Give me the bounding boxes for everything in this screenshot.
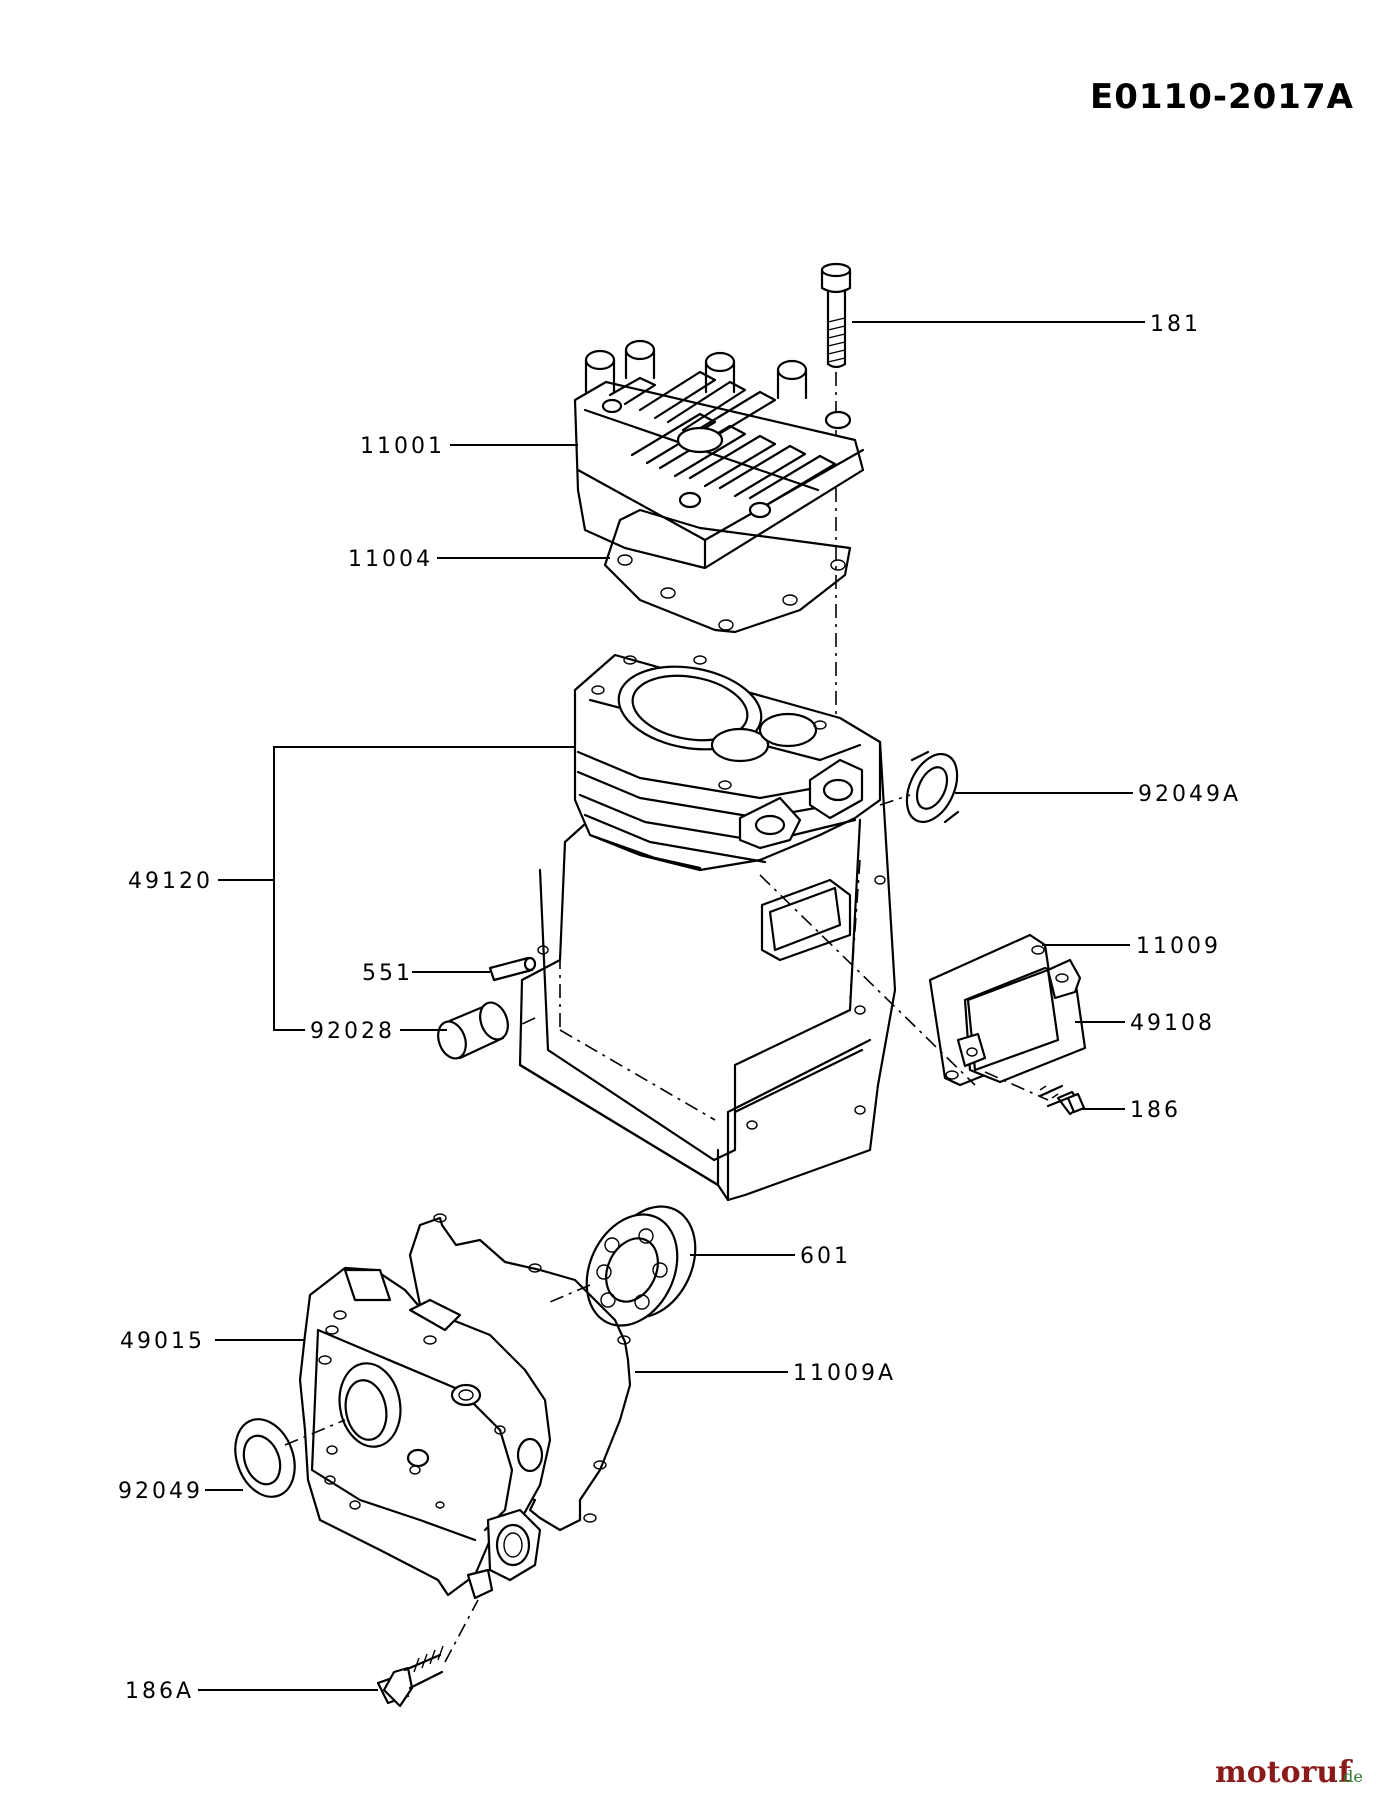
- ball-bearing-601: [585, 1205, 697, 1327]
- label-92049A: 92049A: [1138, 782, 1241, 807]
- label-551: 551: [362, 961, 413, 986]
- label-92028: 92028: [310, 1019, 395, 1044]
- label-11009A: 11009A: [793, 1361, 896, 1386]
- label-601: 601: [800, 1244, 851, 1269]
- head-gasket-11004: [603, 508, 852, 634]
- watermark-tld: .de: [1338, 1767, 1363, 1786]
- label-186A: 186A: [125, 1679, 194, 1704]
- label-11001: 11001: [360, 434, 445, 459]
- bolt-181: [820, 262, 852, 369]
- cylinder-head-11001: [573, 339, 865, 570]
- dowel-pin-551: [488, 956, 537, 982]
- label-11009: 11009: [1136, 934, 1221, 959]
- watermark-brand: motoruf: [1215, 1755, 1353, 1790]
- oil-seal-92049: [234, 1418, 296, 1498]
- bushing-92028: [437, 1001, 509, 1060]
- label-49108: 49108: [1130, 1011, 1215, 1036]
- watermark-logo: motoruf .de: [1215, 1755, 1363, 1790]
- label-11004: 11004: [348, 547, 433, 572]
- label-92049: 92049: [118, 1479, 203, 1504]
- oil-seal-92049A: [905, 750, 960, 824]
- crankcase-cover-49015: [298, 1266, 552, 1600]
- part-labels: 181 11001 11004 92049A 49120 551 11009 9…: [118, 312, 1241, 1704]
- breather-cover-49108: [956, 958, 1087, 1084]
- label-49015: 49015: [120, 1329, 205, 1354]
- cylinder-block-49120: [518, 653, 897, 1202]
- bolt-186: [1038, 1084, 1086, 1116]
- diagram-code: E0110-2017A: [1090, 77, 1354, 117]
- bolt-186A: [376, 1645, 444, 1708]
- label-49120: 49120: [128, 869, 213, 894]
- leader-lines: [198, 321, 1145, 1691]
- label-181: 181: [1150, 312, 1201, 337]
- label-186: 186: [1130, 1098, 1181, 1123]
